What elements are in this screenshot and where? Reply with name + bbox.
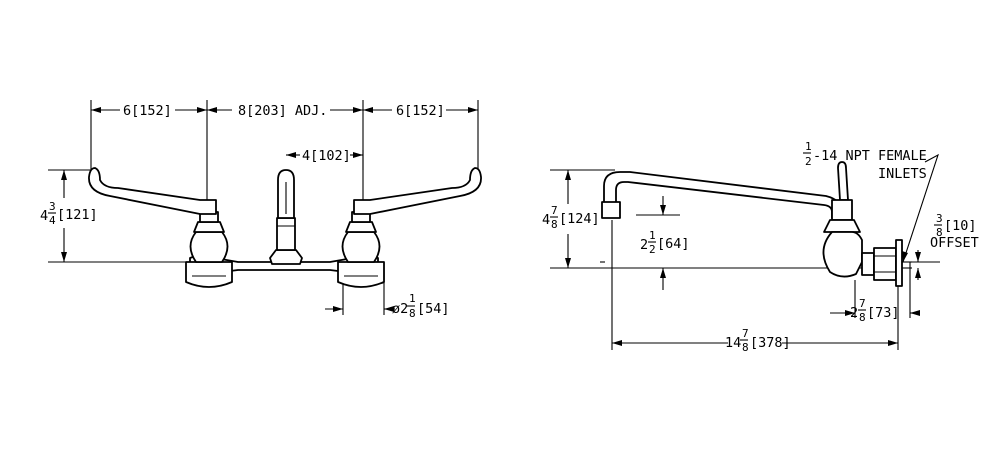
side-dim-offset-num: 3 xyxy=(936,212,943,225)
right-bonnet xyxy=(345,221,377,233)
side-valve-body xyxy=(822,231,863,278)
left-bonnet xyxy=(193,221,225,233)
side-handle xyxy=(837,161,849,201)
note-thread-line1: -14 NPT FEMALE xyxy=(813,148,927,164)
dim-height-whole: 4 xyxy=(40,208,48,224)
side-dim-offset-den: 8 xyxy=(936,226,943,239)
right-valve-body xyxy=(341,231,381,263)
side-stem xyxy=(831,199,853,221)
spout-tip xyxy=(601,201,621,219)
right-flange xyxy=(337,261,385,288)
dim-flange-den: 8 xyxy=(409,307,416,320)
top-dimension-line xyxy=(91,107,478,113)
left-wrist-handle xyxy=(88,167,217,215)
front-view: 6[152] 8[203] ADJ. 6[152] 4[102] 4 3 4 [… xyxy=(40,100,482,320)
side-dim-depth-whole: 2 xyxy=(850,305,858,321)
swing-spout xyxy=(603,171,843,219)
dim-spout-offset: 4[102] xyxy=(302,148,351,164)
side-dim-spout-mm: [64] xyxy=(657,236,690,252)
note-thread-num: 1 xyxy=(805,140,812,153)
left-valve-body xyxy=(189,231,229,263)
dim-flange-num: 1 xyxy=(409,292,416,305)
dim-left-handle: 6[152] xyxy=(123,103,172,119)
dim-height-den: 4 xyxy=(49,214,56,227)
side-dim-spout-den: 2 xyxy=(649,243,656,256)
side-dim-height-whole: 4 xyxy=(542,212,550,228)
spout-nut xyxy=(269,249,303,265)
note-thread-den: 2 xyxy=(805,155,812,168)
side-dim-reach-num: 7 xyxy=(742,327,749,340)
left-flange xyxy=(185,261,233,288)
side-dim-depth-mm: [73] xyxy=(867,305,900,321)
side-dim-offset-label: OFFSET xyxy=(930,235,979,251)
dim-right-handle: 6[152] xyxy=(396,103,445,119)
side-dim-spout-whole: 2 xyxy=(640,237,648,253)
side-dim-height-num: 7 xyxy=(551,204,558,217)
side-dim-spout-num: 1 xyxy=(649,229,656,242)
dim-height-mm: [121] xyxy=(57,207,98,223)
dim-center-spread: 8[203] ADJ. xyxy=(238,103,327,119)
spout-collar xyxy=(276,217,296,251)
side-dim-reach-den: 8 xyxy=(742,341,749,354)
right-wrist-handle xyxy=(353,167,482,215)
side-bonnet xyxy=(823,219,861,233)
dim-flange-prefix: ø2 xyxy=(392,301,408,317)
side-dim-reach-mm: [378] xyxy=(750,335,791,351)
wall-flange xyxy=(895,239,903,287)
side-dim-reach-whole: 14 xyxy=(725,335,741,351)
side-dim-height-mm: [124] xyxy=(559,211,600,227)
note-thread-line2: INLETS xyxy=(878,166,927,182)
side-view: 4 7 8 [124] 2 1 2 [64] 14 7 8 [378] 2 7 … xyxy=(542,140,979,354)
inlet-nut xyxy=(861,252,875,276)
side-dim-depth-num: 7 xyxy=(859,297,866,310)
side-dim-height-den: 8 xyxy=(551,218,558,231)
side-dim-depth-den: 8 xyxy=(859,311,866,324)
dim-height-num: 3 xyxy=(49,200,56,213)
side-dim-offset-mm: [10] xyxy=(944,218,977,234)
inlet-fitting xyxy=(873,247,897,281)
dim-flange-mm: [54] xyxy=(417,301,450,317)
